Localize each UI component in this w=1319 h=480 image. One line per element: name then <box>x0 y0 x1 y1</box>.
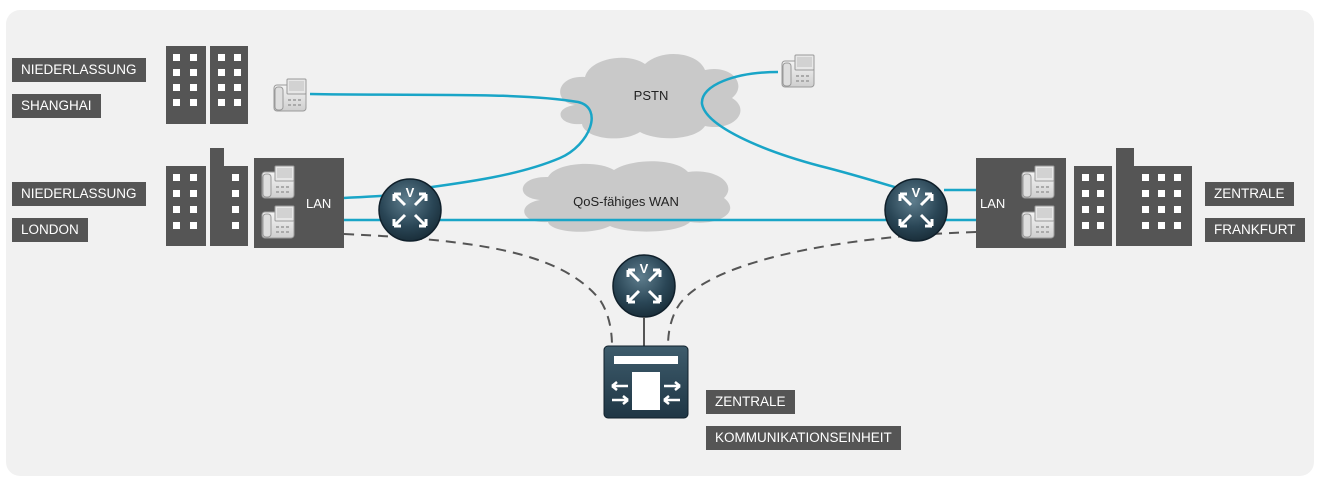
router-icon-center <box>611 253 677 319</box>
label-shanghai-1: NIEDERLASSUNG <box>12 58 146 82</box>
pstn-link-right <box>700 70 919 196</box>
wan-cloud-label: QoS-fähiges WAN <box>573 194 679 209</box>
building-london <box>166 148 248 246</box>
router-icon-frankfurt <box>883 177 949 243</box>
label-frankfurt-1: ZENTRALE <box>1205 182 1294 206</box>
phone-icon-pstn <box>781 54 815 88</box>
label-london-2: LONDON <box>12 218 88 242</box>
label-frankfurt-2: FRANKFURT <box>1205 218 1305 242</box>
label-shanghai-2: SHANGHAI <box>12 94 101 118</box>
lan-label-london: LAN <box>306 196 331 211</box>
links <box>309 70 976 222</box>
label-comm-2: KOMMUNIKATIONSEINHEIT <box>706 426 901 450</box>
dashed-links <box>343 231 977 347</box>
dashed-link-left <box>343 233 613 347</box>
wan-cloud: QoS-fähiges WAN <box>522 161 731 232</box>
label-london-1: NIEDERLASSUNG <box>12 182 146 206</box>
pstn-link-left <box>309 92 593 192</box>
dashed-link-right <box>667 231 977 347</box>
label-comm-1: ZENTRALE <box>706 390 795 414</box>
communication-unit-icon <box>603 345 689 419</box>
lan-label-frankfurt: LAN <box>980 196 1005 211</box>
pstn-cloud: PSTN <box>560 53 741 139</box>
phone-icon-shanghai <box>273 78 307 112</box>
router-icon-london <box>377 177 443 243</box>
pstn-cloud-label: PSTN <box>634 88 669 103</box>
building-frankfurt <box>1074 148 1192 246</box>
building-shanghai <box>166 46 248 124</box>
